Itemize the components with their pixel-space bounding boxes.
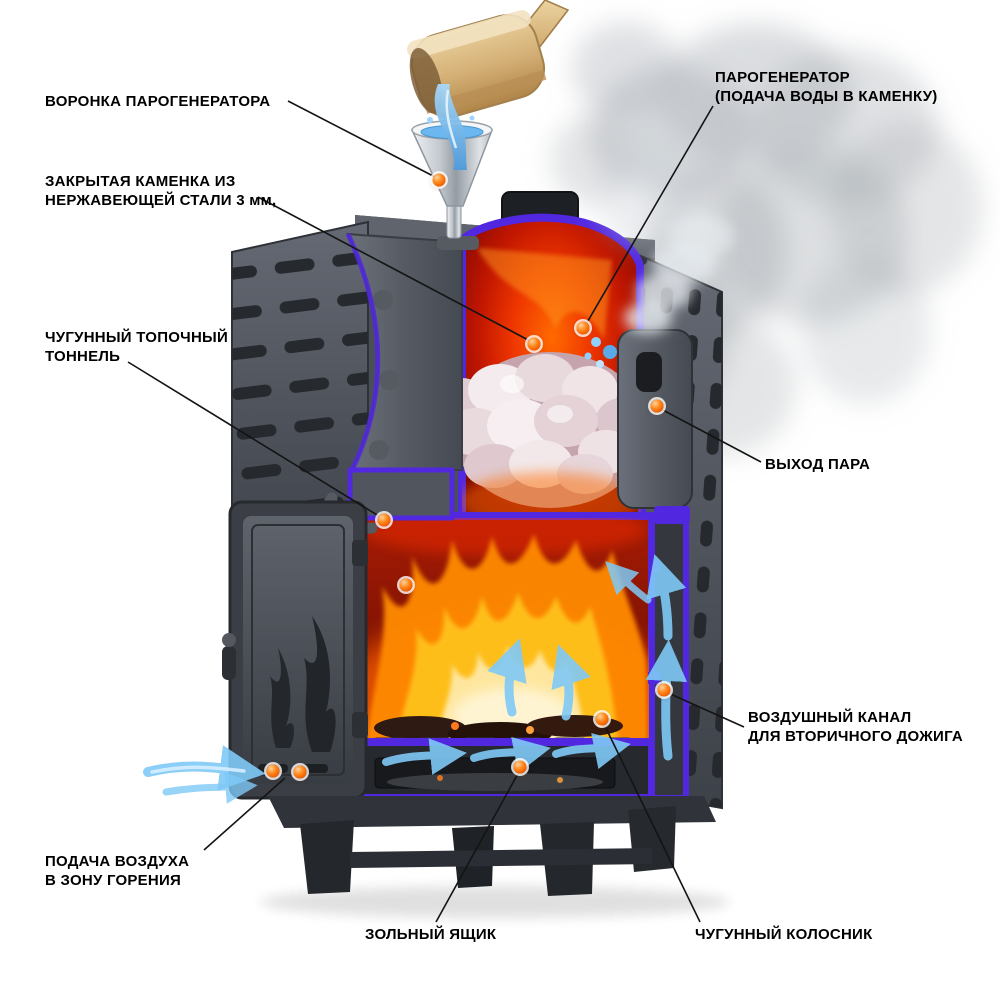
marker-air-channel bbox=[657, 683, 671, 697]
firebox-door bbox=[222, 500, 368, 800]
label-air-channel: ВОЗДУШНЫЙ КАНАЛ ДЛЯ ВТОРИЧНОГО ДОЖИГА bbox=[748, 709, 963, 746]
label-funnel: ВОРОНКА ПАРОГЕНЕРАТОРА bbox=[45, 93, 271, 110]
marker-funnel bbox=[432, 173, 446, 187]
label-steam-exit: ВЫХОД ПАРА bbox=[765, 456, 871, 473]
marker-ash-box bbox=[513, 760, 527, 774]
stones bbox=[462, 352, 642, 508]
marker-tunnel bbox=[377, 513, 391, 527]
marker-ember bbox=[399, 578, 413, 592]
label-air-supply: ПОДАЧА ВОЗДУХА В ЗОНУ ГОРЕНИЯ bbox=[45, 853, 190, 890]
kamenka-chamber bbox=[458, 213, 646, 520]
label-steam-generator: ПАРОГЕНЕРАТОР (ПОДАЧА ВОДЫ В КАМЕНКУ) bbox=[715, 69, 938, 106]
marker-steam-exit bbox=[650, 399, 664, 413]
label-closed-kamenka: ЗАКРЫТАЯ КАМЕНКА ИЗ НЕРЖАВЕЮЩЕЙ СТАЛИ 3 … bbox=[45, 173, 277, 210]
label-tunnel: ЧУГУННЫЙ ТОПОЧНЫЙ ТОННЕЛЬ bbox=[45, 329, 228, 366]
door-latch bbox=[222, 646, 236, 680]
embers bbox=[374, 715, 623, 740]
water-splash bbox=[584, 337, 617, 368]
marker-closed-kamenka bbox=[527, 337, 541, 351]
legs-base bbox=[260, 796, 730, 918]
label-ash-box: ЗОЛЬНЫЙ ЯЩИК bbox=[365, 926, 497, 943]
marker-grate bbox=[595, 712, 609, 726]
marker-air-supply-1 bbox=[266, 764, 280, 778]
water-ladle bbox=[407, 0, 570, 170]
marker-steam-generator bbox=[576, 321, 590, 335]
air-flow-arrows bbox=[143, 554, 688, 804]
marker-air-supply-2 bbox=[293, 765, 307, 779]
label-grate: ЧУГУННЫЙ КОЛОСНИК bbox=[695, 926, 873, 943]
